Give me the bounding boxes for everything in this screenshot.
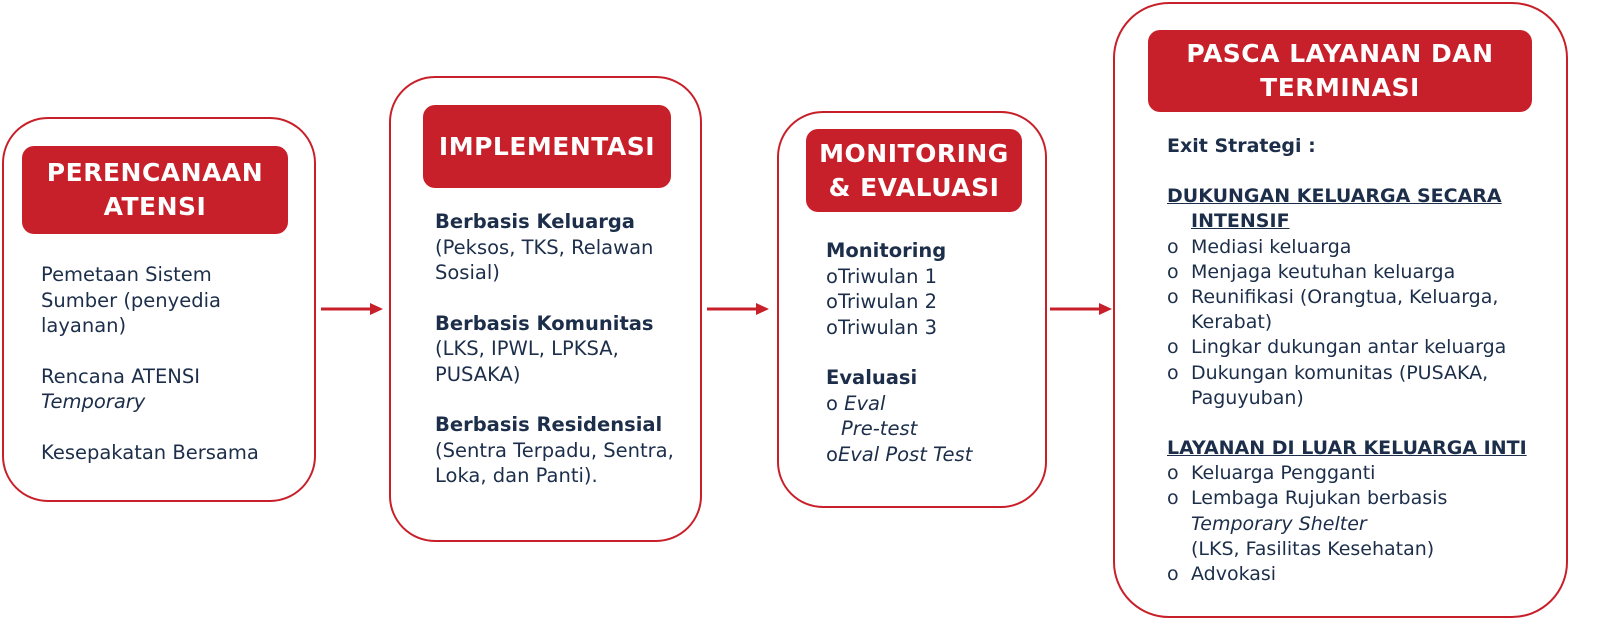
plan-item-pemetaan: Pemetaan Sistem Sumber (penyedia layanan… bbox=[41, 263, 221, 337]
stage-body-monitoring: Monitoring oTriwulan 1 oTriwulan 2 oTriw… bbox=[826, 238, 1026, 467]
impl-group-residensial-title: Berbasis Residensial bbox=[435, 413, 663, 436]
plan-item-rencana-italic: Temporary bbox=[41, 390, 146, 413]
section-dukungan-keluarga-title: DUKUNGAN KELUARGA SECARA bbox=[1167, 185, 1502, 208]
impl-group-keluarga-title: Berbasis Keluarga bbox=[435, 210, 635, 233]
layanan-luar-item-cont: Temporary Shelter bbox=[1191, 512, 1367, 535]
impl-group-residensial-text: (Sentra Terpadu, Sentra, Loka, dan Panti… bbox=[435, 438, 674, 488]
stage-title-monitoring: MONITORING & EVALUASI bbox=[806, 129, 1022, 212]
monitoring-item: oTriwulan 2 bbox=[826, 290, 938, 313]
section-layanan-luar-title: LAYANAN DI LUAR KELUARGA INTI bbox=[1167, 437, 1527, 460]
flow-arrow-1 bbox=[321, 303, 383, 315]
layanan-luar-item-cont: (LKS, Fasilitas Kesehatan) bbox=[1191, 537, 1435, 560]
exit-strategy-label: Exit Strategi : bbox=[1167, 135, 1316, 157]
monitoring-item: oTriwulan 3 bbox=[826, 315, 938, 339]
section-dukungan-keluarga-title-cont: INTENSIF bbox=[1191, 210, 1290, 233]
evaluasi-title: Evaluasi bbox=[826, 366, 918, 389]
plan-item-rencana: Rencana ATENSI bbox=[41, 364, 200, 388]
flow-arrow-3 bbox=[1050, 303, 1112, 315]
monitoring-item: oTriwulan 1 bbox=[826, 264, 938, 288]
impl-group-komunitas-title: Berbasis Komunitas bbox=[435, 311, 654, 335]
stage-body-implementasi: Berbasis Keluarga (Peksos, TKS, Relawan … bbox=[435, 209, 675, 489]
monitoring-title: Monitoring bbox=[826, 239, 947, 262]
stage-body-pasca-layanan: Exit Strategi : DUKUNGAN KELUARGA SECARA… bbox=[1167, 134, 1547, 587]
stage-title-perencanaan: PERENCANAAN ATENSI bbox=[22, 146, 288, 234]
evaluasi-item: o Eval bbox=[826, 391, 886, 415]
stage-body-perencanaan: Pemetaan Sistem Sumber (penyedia layanan… bbox=[41, 262, 286, 465]
stage-title-pasca-layanan: PASCA LAYANAN DAN TERMINASI bbox=[1148, 30, 1532, 112]
evaluasi-item: oEval Post Test bbox=[826, 442, 973, 466]
plan-item-kesepakatan: Kesepakatan Bersama bbox=[41, 440, 259, 464]
impl-group-keluarga-text: (Peksos, TKS, Relawan Sosial) bbox=[435, 235, 654, 285]
stage-title-implementasi: IMPLEMENTASI bbox=[423, 105, 671, 188]
evaluasi-item-cont: Pre-test bbox=[841, 417, 918, 440]
flow-arrow-2 bbox=[707, 303, 769, 315]
impl-group-komunitas-text: (LKS, IPWL, LPKSA, PUSAKA) bbox=[435, 337, 619, 386]
